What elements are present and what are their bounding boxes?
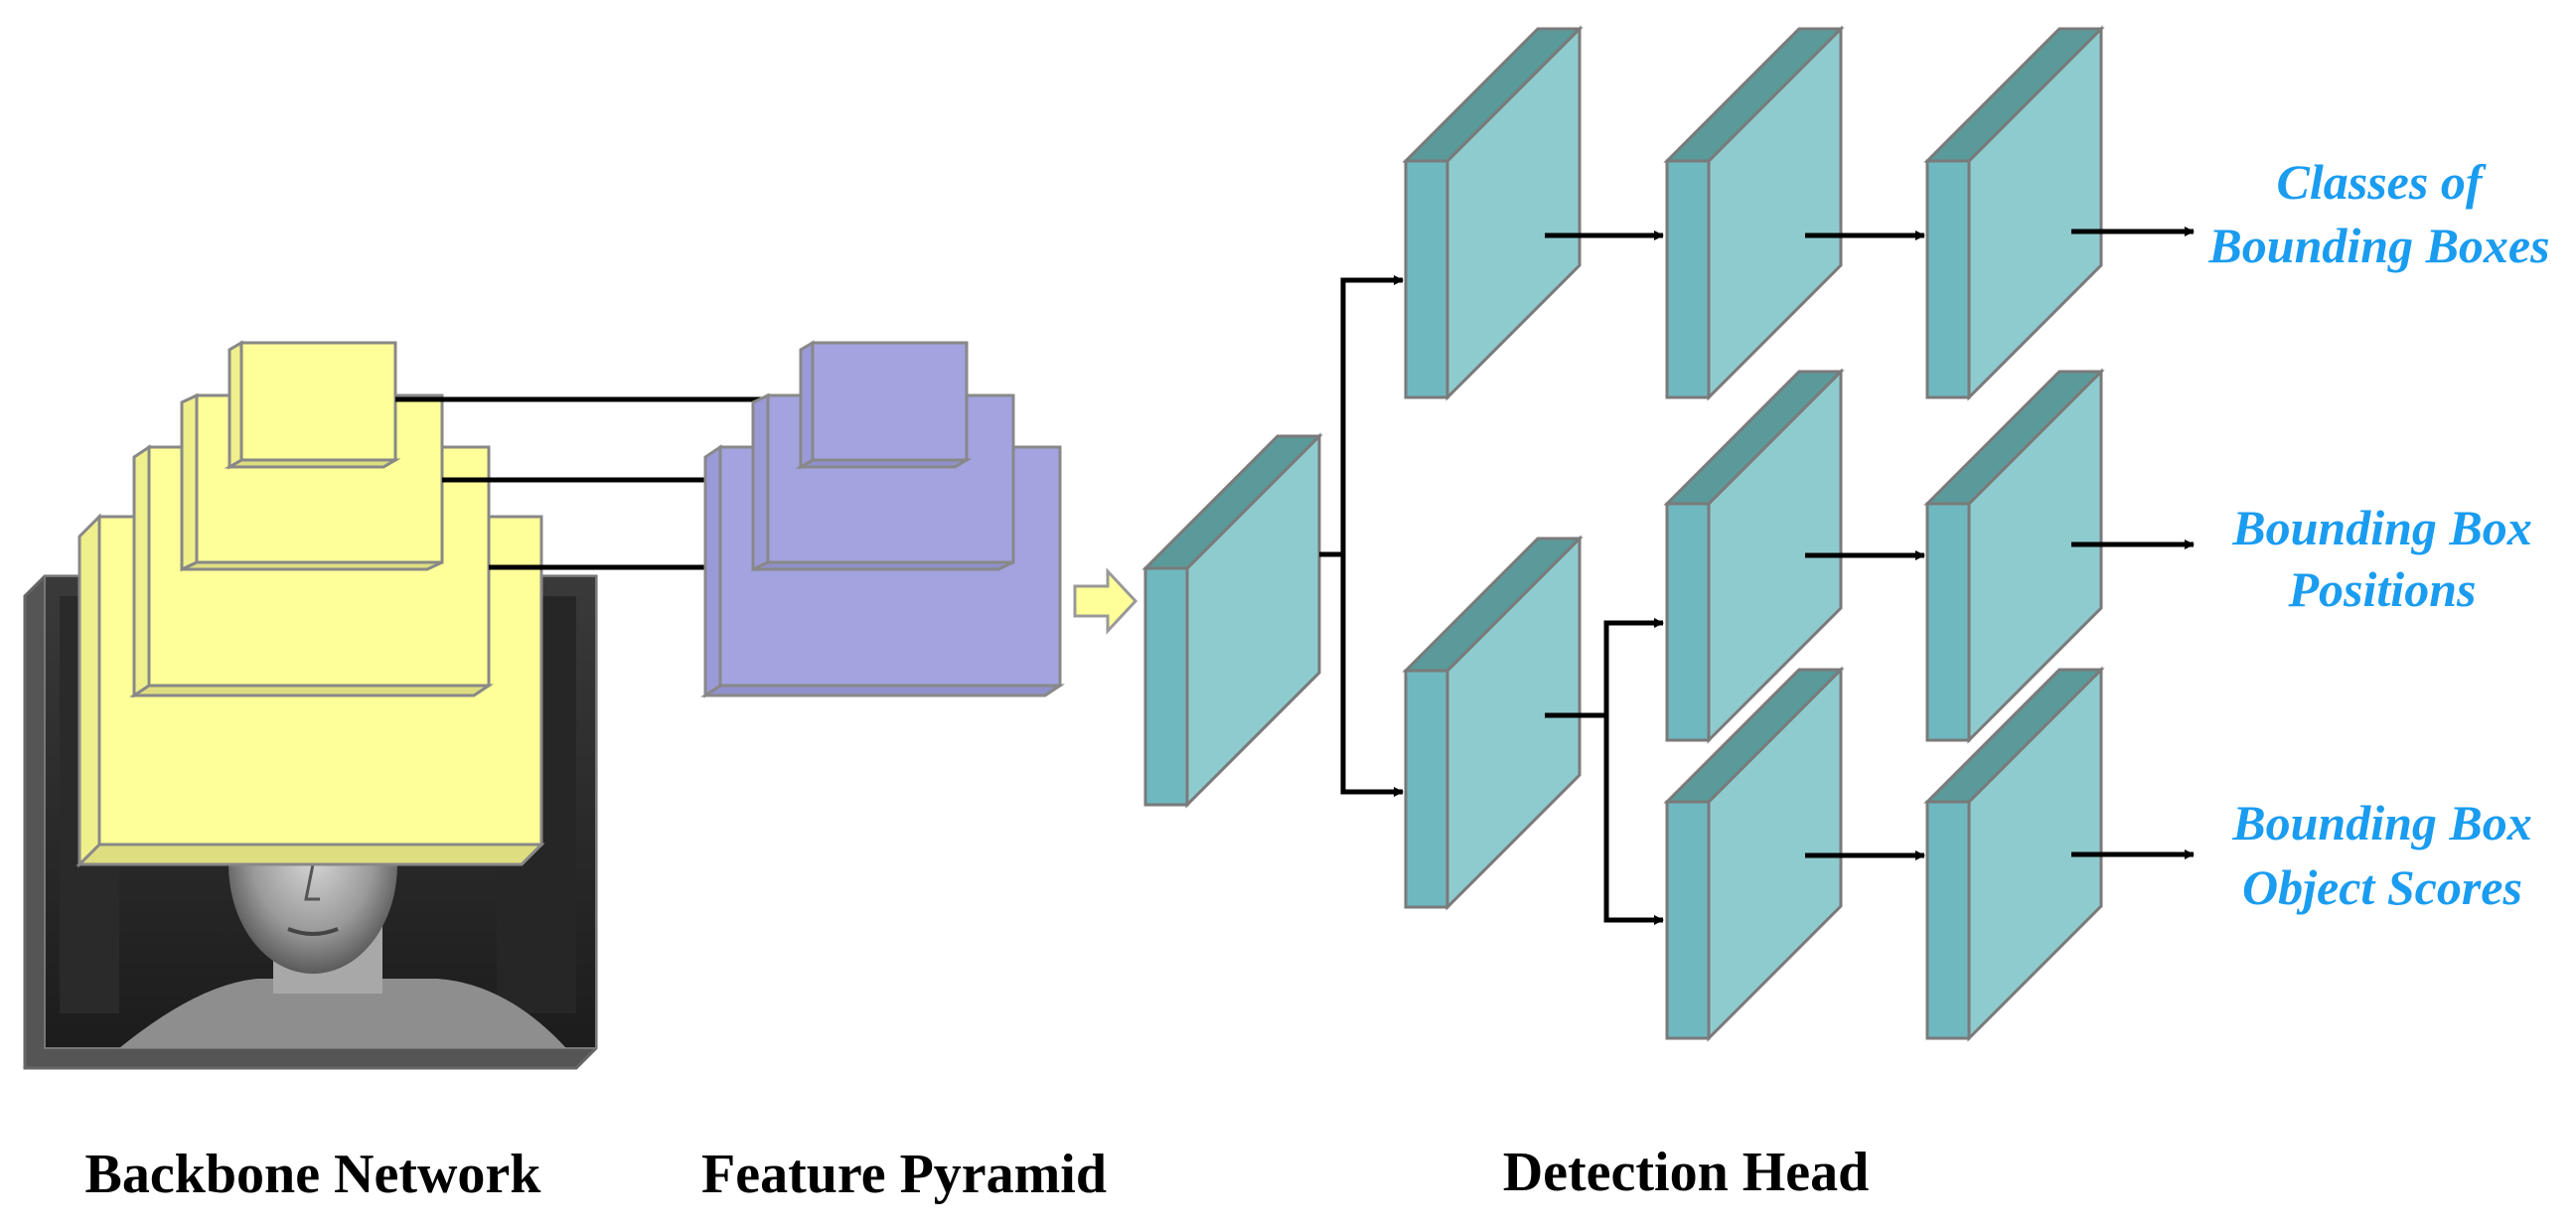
head-block-bottom-1 [1402,535,1584,911]
head-connectors [1319,227,2195,925]
stage-label-backbone: Backbone Network [85,1144,542,1205]
connector-split-to-top [1319,275,1404,557]
head-block-top-3 [1923,25,2105,401]
detection-head-blocks [1141,25,2105,1042]
head-block-top-2 [1663,25,1845,401]
output-classes-line2: Bounding Boxes [2207,218,2549,273]
output-classes-line1: Classes of [2277,154,2487,210]
head-block-low-3 [1923,666,2105,1042]
connector-bottom-split-to-mid [1545,618,1664,718]
output-scores-line1: Bounding Box [2231,795,2532,850]
pyramid-layer-3 [795,340,973,470]
head-block-mid-2 [1663,368,1845,744]
backbone-layer-4 [224,340,401,470]
stage-label-head: Detection Head [1503,1142,1870,1203]
connector-split-to-bottom [1340,554,1404,797]
output-positions-line2: Positions [2288,561,2477,617]
output-positions-line1: Bounding Box [2231,500,2532,555]
head-block-entry [1141,432,1323,809]
head-block-mid-3 [1923,368,2105,744]
output-scores-line2: Object Scores [2242,859,2522,915]
head-block-top-1 [1402,25,1584,401]
block-arrow-to-head [1073,567,1138,635]
connector-bottom-split-to-low [1603,715,1664,925]
stage-label-pyramid: Feature Pyramid [701,1144,1107,1205]
head-block-low-2 [1663,666,1845,1042]
